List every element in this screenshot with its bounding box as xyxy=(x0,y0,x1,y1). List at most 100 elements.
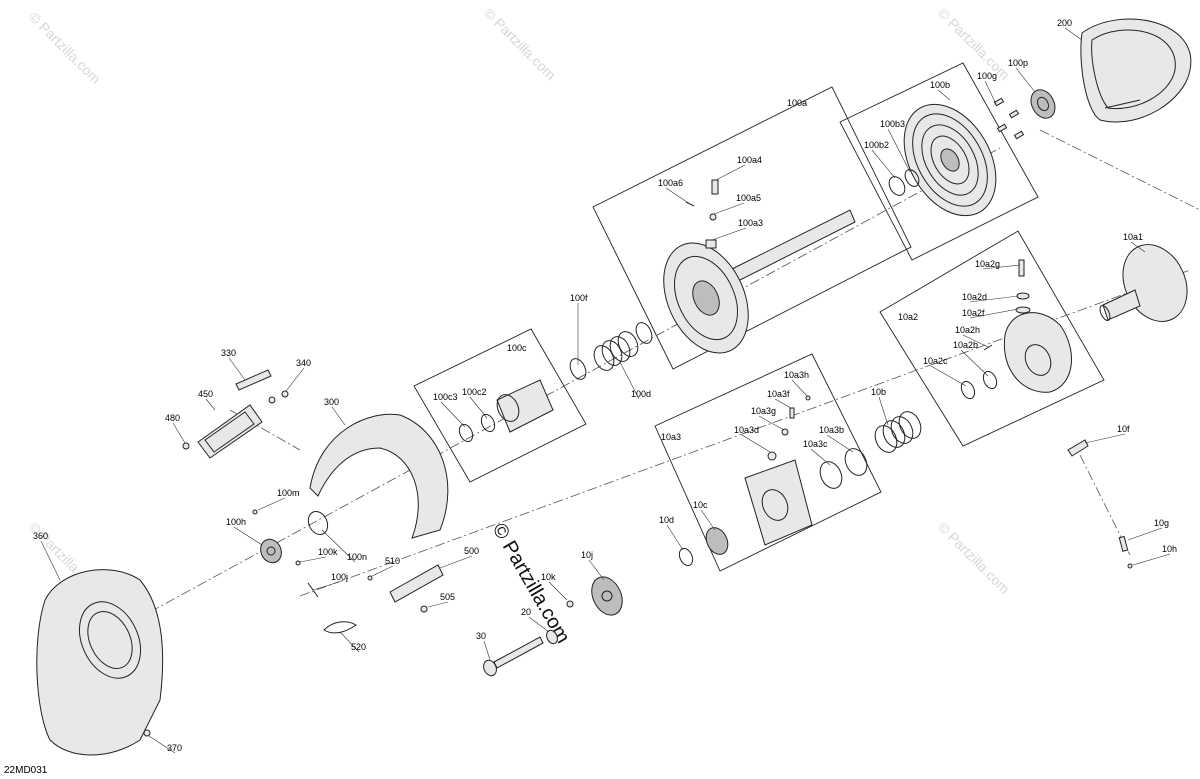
spring-100d xyxy=(593,331,639,371)
leader-line-200 xyxy=(1064,27,1083,41)
cam-100c xyxy=(496,379,554,433)
callout-10b: 10b xyxy=(871,387,886,397)
nut-10a3h xyxy=(805,395,811,401)
nut-100k xyxy=(295,560,301,566)
leader-line-100p xyxy=(1015,67,1036,93)
watermark: © Partzilla.com xyxy=(935,519,1013,597)
washer-20 xyxy=(546,629,558,645)
callout-100b: 100b xyxy=(930,80,950,90)
leader-line-100b xyxy=(937,89,951,101)
watermarks: © Partzilla.com © Partzilla.com © Partzi… xyxy=(26,5,1013,647)
ring-100f-b xyxy=(569,358,587,380)
screw-10k xyxy=(566,600,574,608)
ring-100b3 xyxy=(904,169,920,187)
callout-480: 480 xyxy=(165,413,180,423)
leader-line-520 xyxy=(339,631,360,653)
callout-100a4: 100a4 xyxy=(737,155,762,165)
washer-10a3g xyxy=(781,428,789,436)
callout-10c: 10c xyxy=(693,500,708,510)
callout-100a3: 100a3 xyxy=(738,218,763,228)
screw-510 xyxy=(367,575,373,581)
ring-10a2b xyxy=(982,370,998,390)
callout-10f: 10f xyxy=(1117,424,1130,434)
callout-20: 20 xyxy=(521,607,531,617)
callout-200: 200 xyxy=(1057,18,1072,28)
box-10a3 xyxy=(654,353,882,572)
subassembly-boxes xyxy=(413,62,1105,572)
leader-line-100a4 xyxy=(715,164,746,181)
callout-30: 30 xyxy=(476,631,486,641)
callout-100m: 100m xyxy=(277,488,300,498)
leader-line-10j xyxy=(588,559,605,581)
ring-10a2c xyxy=(960,380,976,400)
callout-510: 510 xyxy=(385,556,400,566)
callout-10a2: 10a2 xyxy=(898,312,918,322)
hub-10j xyxy=(591,576,623,616)
cover-300 xyxy=(309,413,449,539)
leader-line-10a2g xyxy=(982,264,1021,270)
leader-line-10a2f xyxy=(969,308,1019,319)
bracket-500 xyxy=(389,564,444,603)
leader-line-10a3f xyxy=(774,398,792,409)
washer-10a2d xyxy=(1016,292,1030,300)
leader-line-100g xyxy=(984,80,997,105)
leader-line-100c2 xyxy=(469,396,488,419)
nut-100m xyxy=(252,509,258,515)
screw-10a3f xyxy=(789,407,795,419)
lever-10f xyxy=(1067,439,1089,457)
callout-10a3g: 10a3g xyxy=(751,406,776,416)
screws-100g xyxy=(993,97,1025,140)
nut-370 xyxy=(143,729,151,737)
nut-10h xyxy=(1127,563,1133,569)
leader-line-100a3 xyxy=(711,227,747,241)
ring-10a3b xyxy=(844,448,868,476)
leader-line-10a3c xyxy=(810,448,831,466)
callout-360: 360 xyxy=(33,531,48,541)
callout-10a2c: 10a2c xyxy=(923,356,948,366)
callout-10a3h: 10a3h xyxy=(784,370,809,380)
leader-line-10g xyxy=(1127,527,1163,541)
box-10a2 xyxy=(879,230,1105,447)
hub-100h xyxy=(260,538,282,564)
leader-line-330 xyxy=(228,357,246,381)
cam-10a3 xyxy=(744,459,813,546)
leader-line-10h xyxy=(1132,553,1171,566)
ring-100c3 xyxy=(458,423,474,443)
callout-340: 340 xyxy=(296,358,311,368)
leader-line-370 xyxy=(148,735,176,754)
callout-100f: 100f xyxy=(570,293,588,303)
callout-100d: 100d xyxy=(631,389,651,399)
callout-10a2f: 10a2f xyxy=(962,308,985,318)
callout-100g: 100g xyxy=(977,71,997,81)
pin-10a2h xyxy=(983,344,993,351)
leader-line-30 xyxy=(483,640,491,661)
filter-450 xyxy=(197,404,263,459)
bolt-340 xyxy=(281,390,289,398)
leader-line-10a3b xyxy=(826,434,854,453)
callout-100a5: 100a5 xyxy=(736,193,761,203)
leader-line-10a3d xyxy=(741,434,771,453)
callout-100p: 100p xyxy=(1008,58,1028,68)
leader-line-100h xyxy=(233,526,263,546)
callout-10a3: 10a3 xyxy=(661,432,681,442)
callout-330: 330 xyxy=(221,348,236,358)
bolt-340b xyxy=(268,396,276,404)
callout-10h: 10h xyxy=(1162,544,1177,554)
leader-line-100k xyxy=(299,556,327,563)
box-100a xyxy=(592,86,912,370)
callout-100a6: 100a6 xyxy=(658,178,683,188)
washer-100a5 xyxy=(709,213,717,221)
pin-10g xyxy=(1118,535,1129,552)
nut-100a3 xyxy=(705,239,717,249)
bolt-30 xyxy=(483,636,544,677)
nut-10a3d xyxy=(767,451,777,461)
callout-10a2d: 10a2d xyxy=(962,292,987,302)
clip-520 xyxy=(323,621,357,634)
callout-520: 520 xyxy=(351,642,366,652)
leader-line-360 xyxy=(40,540,61,581)
leader-line-20 xyxy=(528,616,550,633)
callout-10j: 10j xyxy=(581,550,593,560)
bearing-100p xyxy=(1030,89,1056,119)
leader-line-10a2c xyxy=(930,365,967,387)
leader-line-100j xyxy=(312,581,340,591)
